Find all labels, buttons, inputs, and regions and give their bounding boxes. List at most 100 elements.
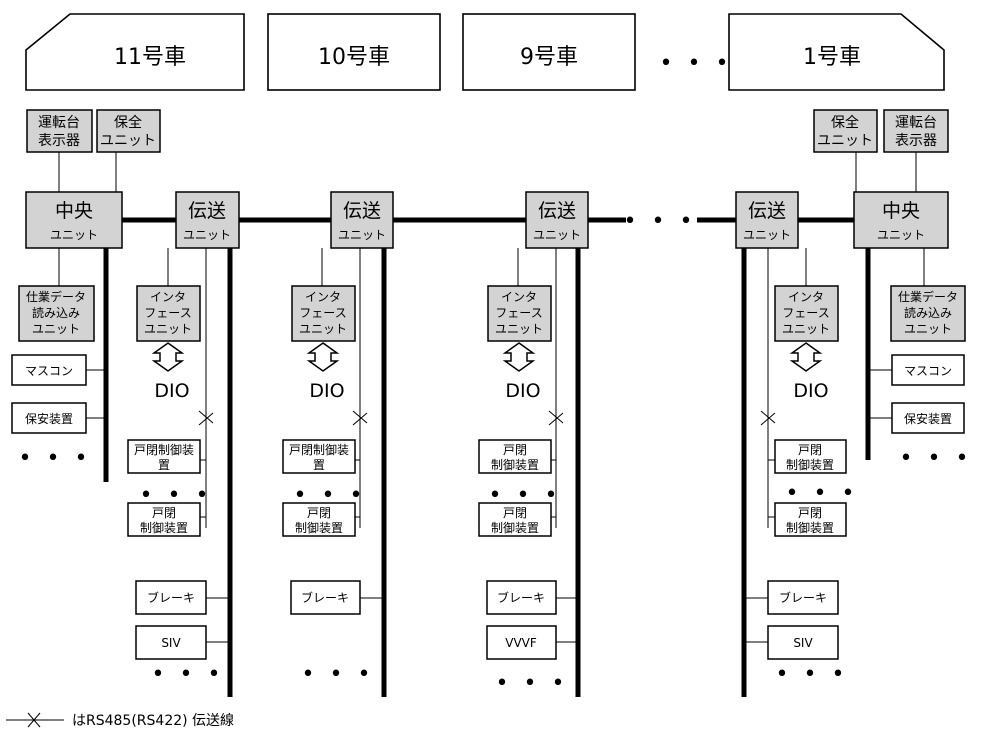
car-1-door-control-1: 戸閉 制御装置 (774, 439, 847, 474)
rs485-marker (760, 410, 776, 426)
svg-text:インタ: インタ (305, 290, 341, 304)
car-1-column: 伝送 ユニット インタ フェース ユニット DIO 戸閉 制御装置 • • • … (735, 191, 854, 697)
svg-text:ユニット: ユニット (904, 322, 952, 336)
car-9-transmission-unit: 伝送 ユニット (525, 191, 589, 249)
car-11-brake: ブレーキ (135, 580, 207, 615)
svg-text:ブレーキ: ブレーキ (497, 590, 545, 605)
svg-text:ユニット: ユニット (533, 228, 581, 242)
svg-text:戸閉: 戸閉 (798, 506, 822, 520)
car-11-bottom-dots: • • • (152, 662, 225, 687)
car-11-label: 11号車 (114, 45, 186, 70)
svg-text:ユニット: ユニット (877, 228, 925, 242)
car-9-interface-unit: インタ フェース ユニット (487, 285, 552, 342)
svg-text:伝送: 伝送 (748, 200, 786, 222)
svg-text:ユニット: ユニット (100, 133, 156, 149)
svg-text:制御装置: 制御装置 (491, 457, 539, 472)
car-1-siv: SIV (767, 625, 839, 660)
svg-text:ユニット: ユニット (817, 133, 873, 149)
car-11-siv: SIV (135, 625, 207, 660)
car-1-label: 1号車 (803, 45, 861, 70)
svg-text:VVVF: VVVF (505, 636, 537, 650)
car-9-door-control-1: 戸閉 制御装置 (478, 439, 552, 474)
left-safety-device: 保安装置 (11, 402, 87, 434)
svg-text:ブレーキ: ブレーキ (147, 590, 195, 605)
right-end-dots: • • • (900, 446, 973, 471)
svg-text:SIV: SIV (793, 636, 813, 650)
svg-text:中央: 中央 (882, 200, 920, 222)
svg-text:運転台: 運転台 (895, 115, 937, 131)
svg-text:戸閉制御装: 戸閉制御装 (289, 442, 349, 457)
car-10-brake: ブレーキ (290, 580, 361, 615)
car-1-bottom-dots: • • • (776, 662, 849, 687)
svg-text:マスコン: マスコン (25, 364, 73, 378)
svg-text:フェース: フェース (782, 306, 829, 320)
svg-text:インタ: インタ (501, 290, 537, 304)
car-9: 9号車 (462, 13, 636, 91)
svg-text:ユニット: ユニット (144, 322, 192, 336)
rs485-marker (548, 410, 564, 426)
svg-text:保安装置: 保安装置 (25, 411, 73, 426)
car-11-door-control-2: 戸閉 制御装置 (127, 502, 201, 537)
car-11-transmission-unit: 伝送 ユニット (175, 191, 240, 249)
car-9-column: 伝送 ユニット インタ フェース ユニット DIO 戸閉 制御装置 • • • … (478, 191, 589, 697)
svg-text:仕業データ: 仕業データ (26, 289, 86, 304)
svg-text:制御装置: 制御装置 (491, 520, 539, 535)
svg-text:保全: 保全 (831, 114, 859, 131)
svg-text:フェース: フェース (495, 306, 542, 320)
svg-text:ユニット: ユニット (782, 322, 830, 336)
svg-text:保安装置: 保安装置 (904, 411, 952, 426)
car-11-dio-arrow (151, 342, 185, 372)
car-1-door-control-2: 戸閉 制御装置 (774, 502, 847, 537)
between-cars-dots: • • • (660, 51, 733, 76)
car-1-transmission-unit: 伝送 ユニット (735, 191, 799, 249)
svg-text:戸閉: 戸閉 (503, 443, 527, 457)
car-10-dio-arrow (306, 342, 340, 372)
car-9-brake: ブレーキ (486, 580, 557, 615)
legend: はRS485(RS422) 伝送線 (6, 712, 234, 729)
svg-text:表示器: 表示器 (895, 133, 937, 149)
svg-text:ユニット: ユニット (32, 322, 80, 336)
car-11: 11号車 (25, 13, 245, 91)
car-10-column: 伝送 ユニット インタ フェース ユニット DIO 戸閉制御装 置 • • • … (282, 191, 394, 697)
car-9-label: 9号車 (520, 45, 578, 70)
svg-text:伝送: 伝送 (188, 200, 226, 222)
svg-text:中央: 中央 (55, 200, 93, 222)
right-central-unit: 中央 ユニット (853, 191, 949, 249)
svg-text:ユニット: ユニット (50, 228, 98, 242)
right-console-display: 運転台 表示器 (883, 109, 949, 153)
car-10-transmission-unit: 伝送 ユニット (330, 191, 394, 249)
svg-text:マスコン: マスコン (904, 364, 952, 378)
svg-text:読み込み: 読み込み (904, 305, 952, 320)
svg-text:制御装置: 制御装置 (140, 520, 188, 535)
car-1-dio-label: DIO (793, 380, 828, 402)
right-mascon: マスコン (891, 354, 965, 386)
svg-text:運転台: 運転台 (38, 115, 80, 131)
left-mascon: マスコン (11, 354, 87, 386)
legend-rs485-marker (27, 712, 41, 728)
svg-text:仕業データ: 仕業データ (898, 289, 958, 304)
rs485-marker (198, 410, 214, 426)
svg-text:保全: 保全 (114, 114, 142, 131)
svg-text:ユニット: ユニット (338, 228, 386, 242)
car-10-bottom-dots: • • • (302, 662, 375, 687)
svg-text:置: 置 (313, 458, 325, 472)
left-end-dots: • • • (19, 446, 92, 471)
svg-text:置: 置 (158, 458, 170, 472)
left-console-display: 運転台 表示器 (26, 109, 93, 153)
svg-text:制御装置: 制御装置 (786, 520, 834, 535)
svg-text:戸閉: 戸閉 (503, 506, 527, 520)
car-9-door-control-2: 戸閉 制御装置 (478, 502, 552, 537)
car-9-dio-label: DIO (505, 380, 540, 402)
svg-text:戸閉制御装: 戸閉制御装 (134, 442, 194, 457)
svg-text:読み込み: 読み込み (32, 305, 80, 320)
svg-text:ユニット: ユニット (299, 322, 347, 336)
svg-text:戸閉: 戸閉 (152, 506, 176, 520)
left-spec-reader-unit: 仕業データ 読み込み ユニット (18, 285, 95, 342)
car-9-dio-arrow (502, 342, 536, 372)
svg-text:伝送: 伝送 (538, 200, 576, 222)
svg-text:戸閉: 戸閉 (798, 443, 822, 457)
svg-text:フェース: フェース (144, 306, 191, 320)
car-10: 10号車 (267, 13, 441, 91)
svg-text:戸閉: 戸閉 (307, 506, 331, 520)
car-10-label: 10号車 (318, 45, 390, 70)
